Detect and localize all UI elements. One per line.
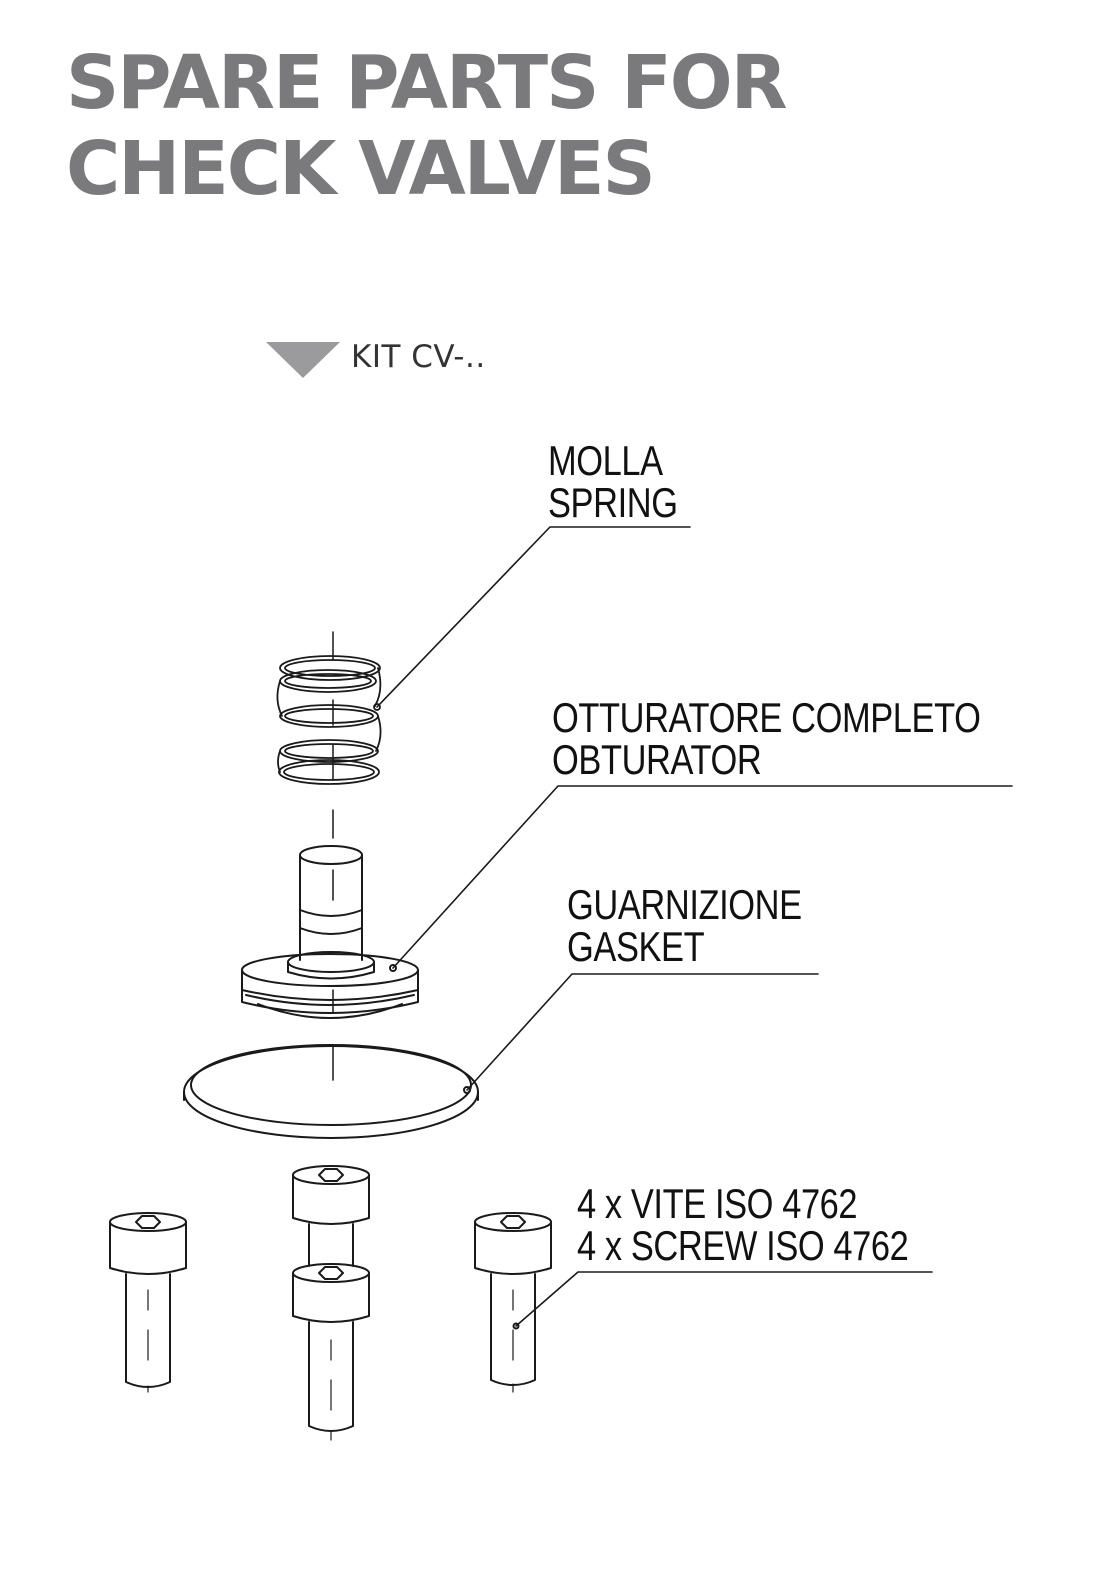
- page-title: SPARE PARTS FOR CHECK VALVES: [66, 40, 788, 212]
- spring: [276, 655, 382, 785]
- callout-obturator-it: OTTURATORE COMPLETO: [552, 694, 981, 741]
- triangle-down-icon: [266, 342, 340, 378]
- leader-gasket: [466, 973, 819, 1091]
- callout-spring-en: SPRING: [548, 479, 678, 526]
- leader-spring: [376, 526, 691, 708]
- obturator: [241, 845, 419, 1019]
- screw-left: [109, 1212, 187, 1393]
- callout-gasket-en: GASKET: [567, 923, 705, 970]
- gasket: [183, 1044, 479, 1139]
- title-line-2: CHECK VALVES: [66, 126, 656, 212]
- leader-screw: [515, 1271, 933, 1327]
- callout-screw: 4 x VITE ISO 4762 4 x SCREW ISO 4762: [577, 1180, 909, 1269]
- title-line-1: SPARE PARTS FOR: [66, 40, 788, 126]
- callout-gasket: GUARNIZIONE GASKET: [567, 884, 802, 968]
- screw-center-top: [292, 1165, 370, 1267]
- callout-obturator-en: OBTURATOR: [552, 736, 762, 783]
- callout-spring: MOLLA SPRING: [548, 440, 678, 524]
- kit-label: KIT CV-..: [351, 339, 486, 375]
- leader-obturator: [392, 785, 1013, 969]
- callout-gasket-it: GUARNIZIONE: [567, 881, 802, 928]
- screw-center-bottom: [292, 1263, 370, 1441]
- callout-obturator: OTTURATORE COMPLETO OBTURATOR: [552, 697, 981, 781]
- callout-screw-it: 4 x VITE ISO 4762: [577, 1180, 858, 1227]
- callout-screw-en: 4 x SCREW ISO 4762: [577, 1222, 909, 1269]
- screw-right: [474, 1212, 552, 1393]
- leader-lines: [376, 526, 1013, 1327]
- callout-spring-it: MOLLA: [548, 437, 663, 484]
